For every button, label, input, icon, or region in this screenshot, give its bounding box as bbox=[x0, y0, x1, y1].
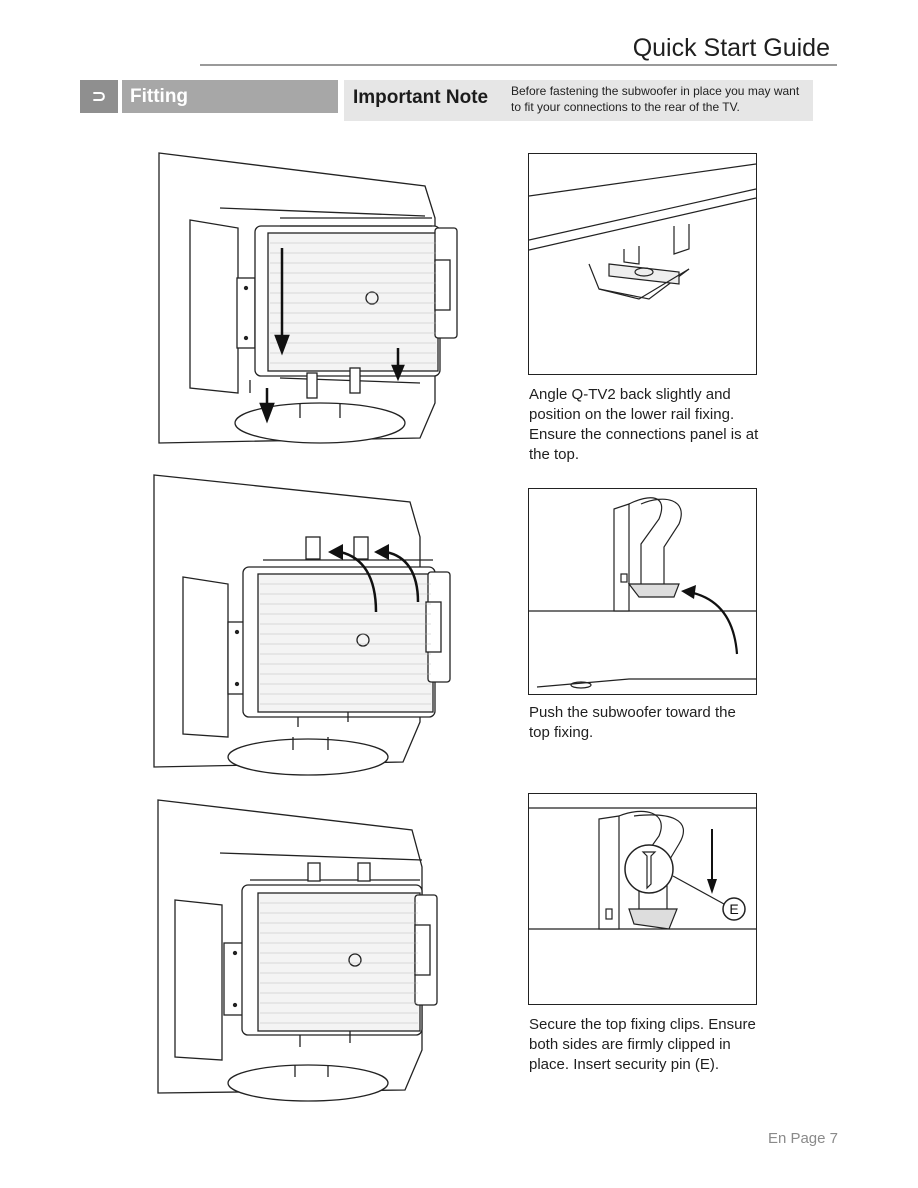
detail-panel-step-2 bbox=[528, 488, 757, 695]
tv-illustration-step-1 bbox=[158, 152, 458, 444]
note-title: Important Note bbox=[353, 87, 489, 108]
step-2-caption: Push the subwoofer toward the top fixing… bbox=[529, 704, 736, 741]
tv-illustration-step-3 bbox=[157, 799, 438, 1102]
top-fixing-detail bbox=[529, 497, 756, 689]
important-note: Important Note Before fastening the subw… bbox=[344, 80, 813, 121]
security-pin-detail: E bbox=[529, 807, 756, 930]
step-1-caption: Angle Q-TV2 back slightly and position o… bbox=[529, 386, 759, 463]
note-text: Before fastening the subwoofer in place … bbox=[511, 84, 800, 114]
lower-rail-detail bbox=[529, 163, 756, 300]
section-icon: ⊃ bbox=[80, 80, 118, 113]
header-divider bbox=[200, 64, 837, 66]
detail-panel-step-1 bbox=[528, 153, 757, 375]
arrow-icon: ⊃ bbox=[91, 86, 107, 106]
callout-label: E bbox=[729, 901, 738, 917]
section-heading: Fitting bbox=[122, 80, 338, 113]
page-number: En Page 7 bbox=[767, 1130, 838, 1147]
page-title: Quick Start Guide bbox=[632, 34, 830, 62]
tv-illustration-step-2 bbox=[153, 474, 451, 776]
step-3-caption: Secure the top fixing clips. Ensure both… bbox=[529, 1016, 756, 1073]
detail-panel-step-3: E bbox=[528, 793, 757, 1005]
